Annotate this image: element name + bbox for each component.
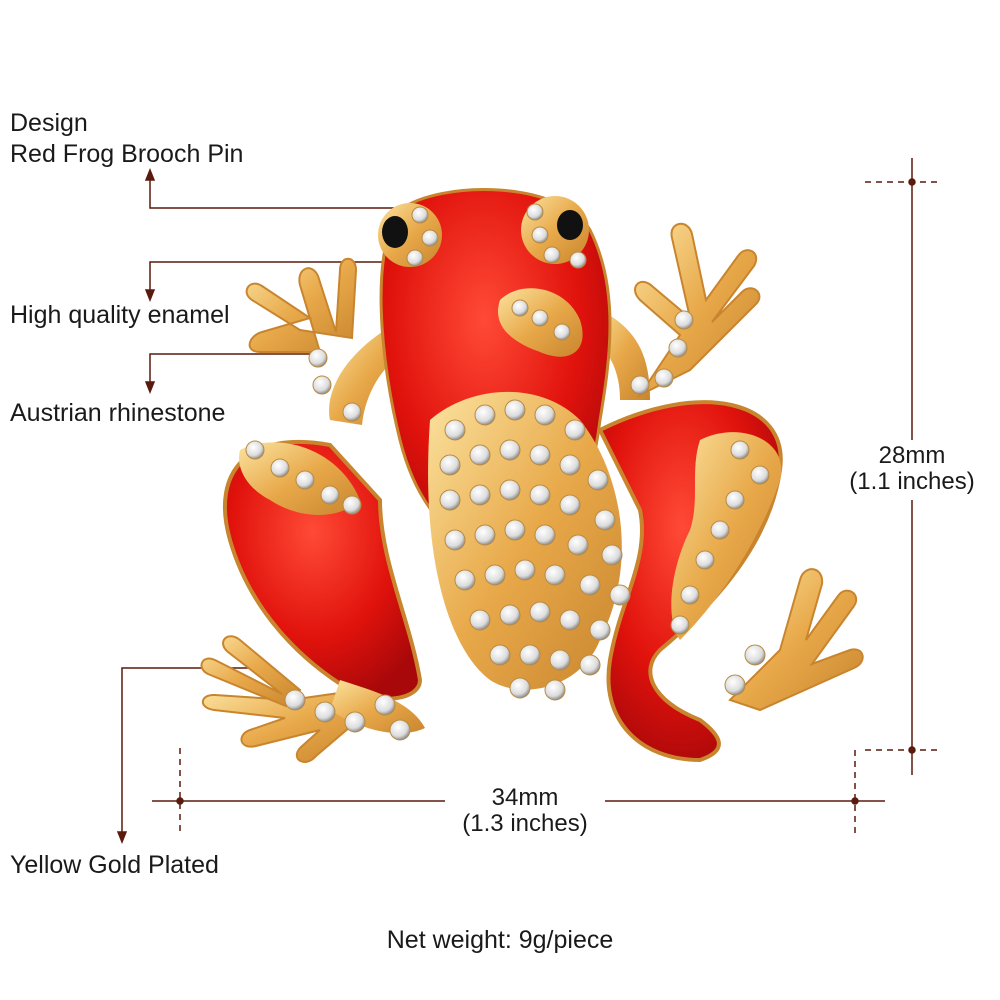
left-eye — [382, 216, 408, 248]
design-leader — [149, 172, 445, 209]
front-left-arm — [329, 330, 400, 425]
enamel-arrow — [144, 289, 156, 303]
back-right-foot — [728, 568, 864, 712]
rhinestone-annotation: Austrian rhinestone — [10, 399, 226, 427]
back-left-leg — [223, 439, 423, 701]
height-dimension: 28mm (1.1 inches) — [838, 443, 986, 495]
dimension-lines — [152, 158, 938, 835]
design-arrow — [144, 167, 156, 181]
right-eye — [557, 210, 583, 240]
rhinestone-leader — [149, 353, 318, 390]
width-dimension: 34mm (1.3 inches) — [440, 785, 610, 837]
rhinestones — [245, 203, 770, 741]
net-weight: Net weight: 9g/piece — [386, 926, 614, 954]
front-right-hand — [634, 223, 761, 398]
design-name: Red Frog Brooch Pin — [10, 140, 244, 168]
rhinestone-arrow — [144, 381, 156, 395]
plating-annotation: Yellow Gold Plated — [10, 851, 219, 879]
width-mm: 34mm — [491, 784, 559, 811]
enamel-leader — [149, 261, 475, 298]
enamel-annotation: High quality enamel — [10, 301, 230, 329]
frog-brooch-image — [200, 188, 864, 763]
design-annotation: Design Red Frog Brooch Pin — [10, 108, 243, 170]
gold-leader — [121, 667, 268, 840]
gold-arrow — [116, 831, 128, 845]
design-heading: Design — [10, 109, 88, 137]
front-left-hand — [245, 257, 358, 353]
height-inches: (1.1 inches) — [849, 468, 975, 495]
back-left-toes — [200, 635, 302, 708]
height-mm: 28mm — [878, 442, 946, 469]
width-inches: (1.3 inches) — [462, 810, 588, 837]
